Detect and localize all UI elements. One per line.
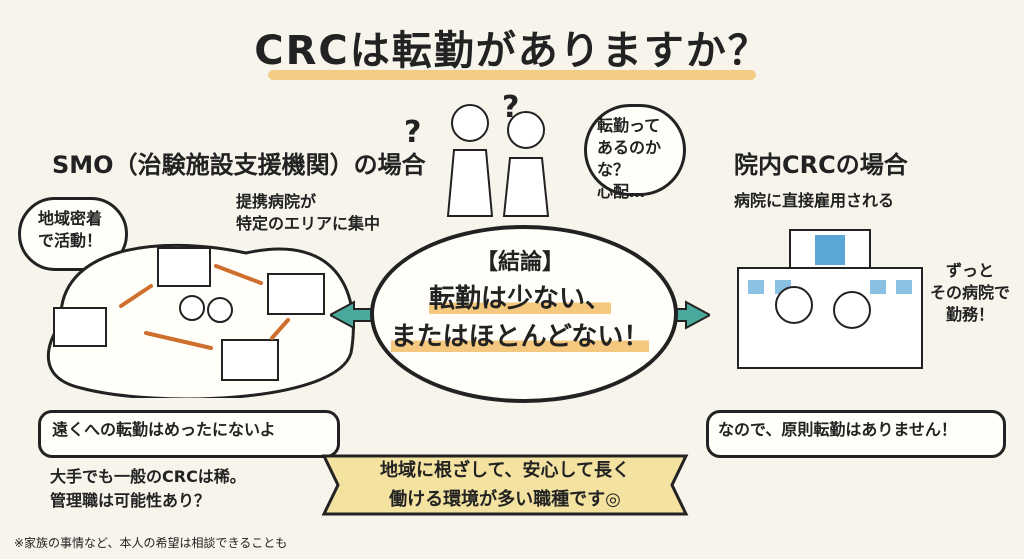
right-banner-box: [706, 410, 1006, 458]
left-body-2: 管理職は可能性あり？: [50, 491, 211, 510]
two-people-illustration: [446, 104, 550, 217]
worry-bubble: [584, 104, 686, 196]
left-body-1: 大手でも一般のCRCは稀。: [50, 467, 246, 486]
left-banner: 遠くへの転勤はめったにないよ: [52, 420, 276, 439]
bottom-ribbon-line-2: 働ける環境が多い職種です◎: [389, 489, 621, 510]
right-note: ずっと その病院で 勤務！: [930, 261, 1011, 324]
bottom-ribbon-text: 地域に根ざして、安心して長く 働ける環境が多い職種です◎: [330, 456, 680, 514]
local-activity-bubble: [18, 197, 128, 271]
bottom-ribbon-line-1: 地域に根ざして、安心して長く: [379, 460, 631, 481]
title-underline: [268, 70, 756, 80]
smo-network-illustration: [46, 243, 355, 398]
left-banner-box: [38, 410, 340, 458]
conclusion-label: 【結論】: [475, 250, 564, 275]
left-footnote: ※家族の事情など、本人の希望は相談できることも: [14, 536, 288, 550]
question-mark-icon: ?: [404, 115, 422, 150]
left-note: 提携病院が 特定のエリアに集中: [236, 192, 381, 233]
left-heading: SMO（治験施設支援機関）の場合: [52, 151, 426, 179]
conclusion-text: 転勤は少ない、 またはほとんどない！: [370, 280, 670, 356]
conclusion-line-1: 転勤は少ない、: [428, 284, 611, 314]
worry-text: 転勤って あるのかな？ 心配…: [597, 116, 662, 201]
right-banner: なので、原則転勤はありません！: [718, 420, 957, 439]
hospital-building-illustration: [737, 229, 923, 369]
conclusion-bubble: [370, 225, 678, 403]
conclusion-line-2: またはほとんどない！: [390, 322, 650, 352]
hospital-icon: [53, 247, 325, 381]
right-heading: 院内CRCの場合: [734, 151, 908, 179]
page-title: CRCは転勤がありますか？: [254, 28, 770, 74]
bottom-ribbon: [321, 454, 689, 516]
local-activity-text: 地域密着 で活動！: [37, 209, 102, 250]
right-subheading: 病院に直接雇用される: [734, 191, 895, 210]
